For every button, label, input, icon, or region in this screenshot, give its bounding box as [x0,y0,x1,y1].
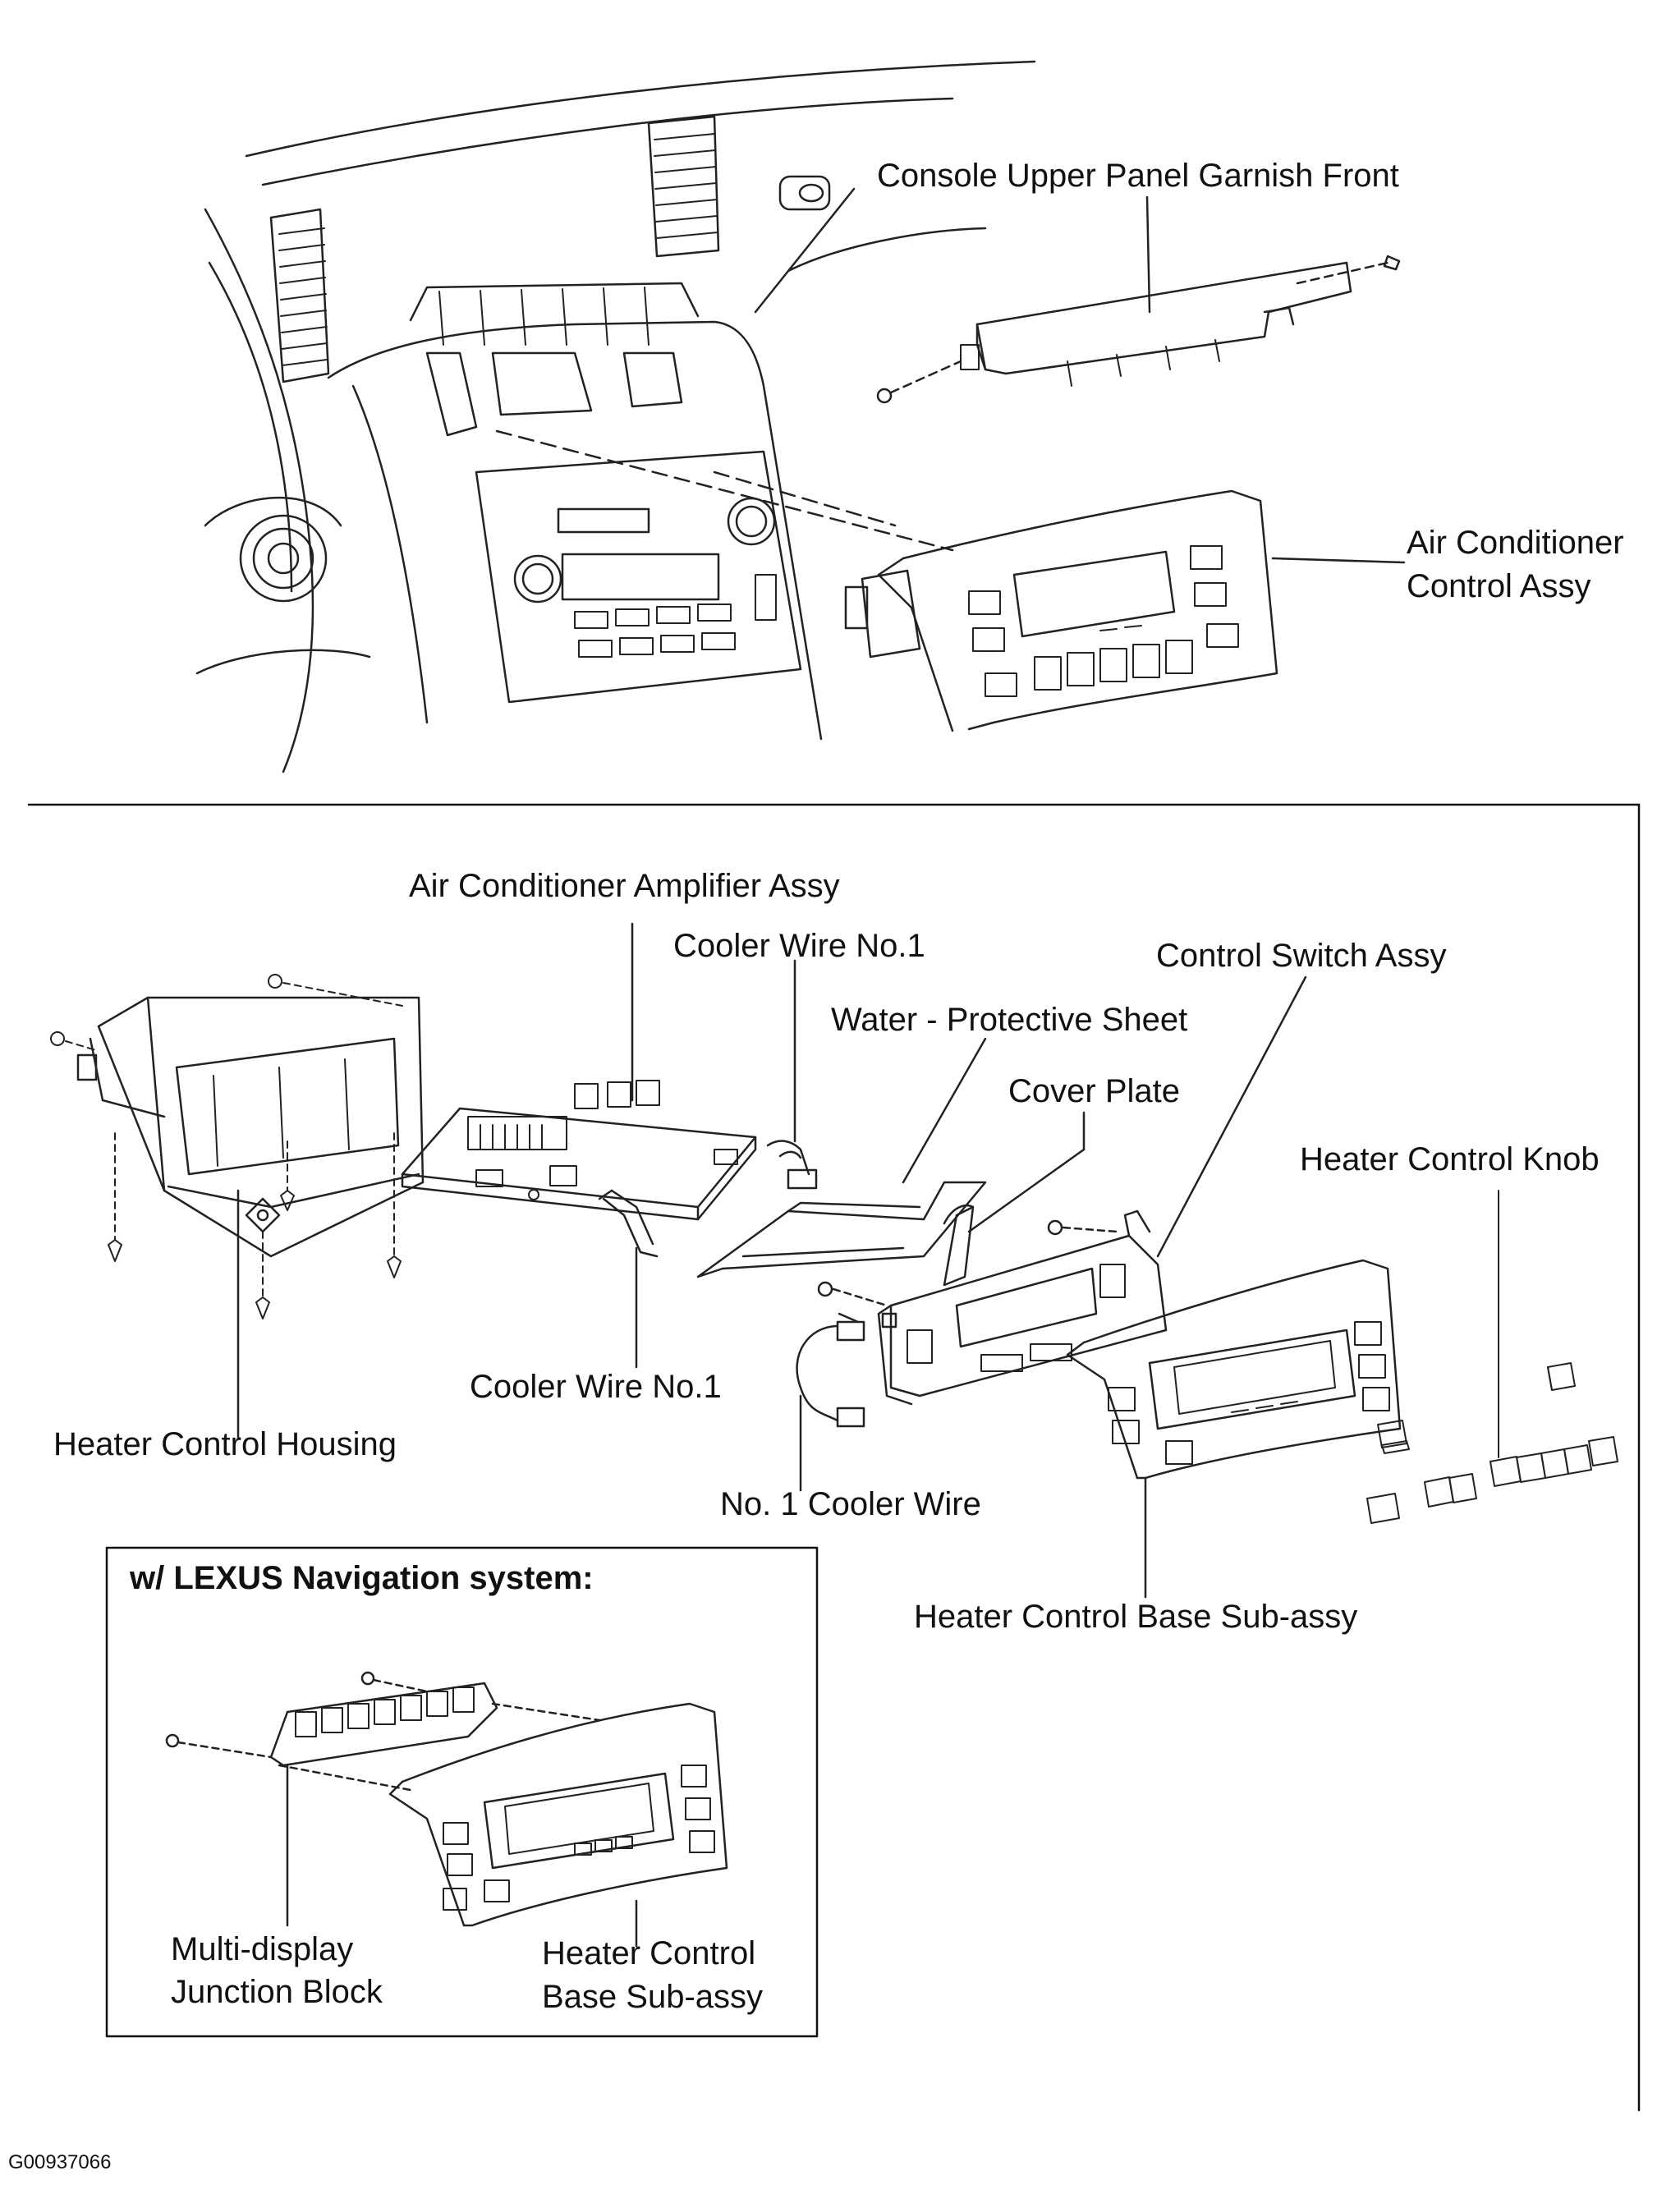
label-cooler-wire-no1-top: Cooler Wire No.1 [673,928,925,964]
figure-id: G00937066 [8,2151,112,2173]
cover-plate-part [944,1113,1084,1285]
label-air-conditioner-amplifier-assy: Air Conditioner Amplifier Assy [409,868,840,904]
label-heater-control-housing: Heater Control Housing [53,1426,397,1462]
label-multi-display-line1: Multi-display [171,1931,354,1967]
lower-section-frame [29,805,1639,2110]
label-inset-base-line2: Base Sub-assy [542,1979,764,2015]
navigation-inset-frame [107,1548,817,2036]
label-console-upper-panel-garnish-front: Console Upper Panel Garnish Front [877,158,1399,194]
label-water-protective-sheet: Water - Protective Sheet [831,1002,1188,1038]
heater-control-base-part [1067,1260,1400,1597]
label-cooler-wire-no1-bottom: Cooler Wire No.1 [470,1369,722,1405]
control-switch-assy-part [819,977,1306,1404]
heater-control-knob-parts [1367,1191,1618,1523]
air-conditioner-control-assy-part [497,431,1404,731]
label-air-conditioner-control-assy-line1: Air Conditioner [1407,525,1624,561]
heater-control-housing-part [51,975,423,1437]
label-control-switch-assy: Control Switch Assy [1156,938,1447,974]
label-air-conditioner-control-assy-line2: Control Assy [1407,568,1591,604]
inset-title: w/ LEXUS Navigation system: [130,1560,594,1596]
cooler-wire-no1-part [599,961,816,1367]
label-multi-display-line2: Junction Block [171,1974,383,2010]
inset-multi-display-junction-block-part [167,1673,599,1925]
label-heater-control-base-sub-assy: Heater Control Base Sub-assy [914,1599,1358,1635]
label-heater-control-knob: Heater Control Knob [1300,1141,1600,1177]
label-cover-plate: Cover Plate [1008,1073,1180,1109]
air-conditioner-amplifier-assy-part [402,924,755,1219]
water-protective-sheet-part [698,1039,985,1277]
dashboard-illustration [197,62,1035,772]
label-inset-base-line1: Heater Control [542,1935,756,1971]
label-no1-cooler-wire: No. 1 Cooler Wire [720,1486,981,1522]
no1-cooler-wire-part [797,1314,864,1490]
console-garnish-front-part [878,197,1399,402]
inset-heater-control-base-part [390,1704,727,1946]
